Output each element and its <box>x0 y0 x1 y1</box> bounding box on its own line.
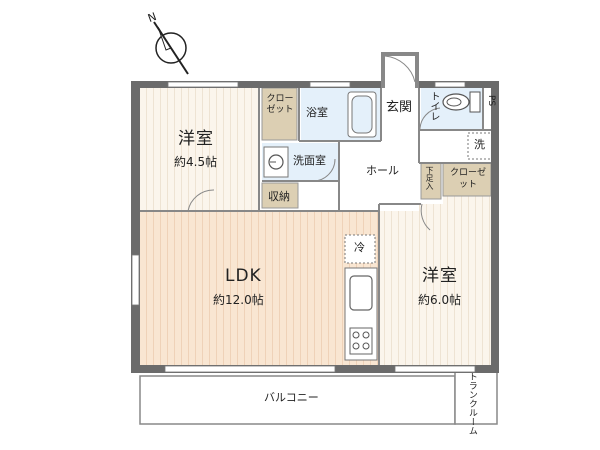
stove <box>349 327 373 355</box>
western-room-2-area: 約6.0帖 <box>418 293 462 307</box>
fridge-space <box>344 234 376 264</box>
ldk-floor <box>140 211 379 365</box>
hall-label: ホール <box>366 164 399 177</box>
closet-1 <box>261 87 298 141</box>
bathroom-label: 浴室 <box>306 106 328 119</box>
wash-basin <box>263 146 289 178</box>
storage <box>261 182 299 209</box>
ps-label: PS <box>486 95 496 107</box>
trunk-room <box>454 367 498 425</box>
washroom-label: 洗面室 <box>293 154 326 167</box>
entrance-label: 玄関 <box>386 100 413 115</box>
western-room-1-name: 洋室 <box>178 129 214 149</box>
washer-space <box>467 132 495 160</box>
closet-1-label: クローゼット <box>266 94 294 116</box>
ldk-name: LDK <box>225 266 262 286</box>
western-room-1-area: 約4.5帖 <box>174 155 218 169</box>
compass-icon <box>153 21 189 75</box>
door-swings <box>187 55 441 231</box>
fridge-label: 冷 <box>354 241 365 254</box>
windows <box>131 81 476 373</box>
balcony-label: バルコニー <box>264 391 319 404</box>
western-room-2-name: 洋室 <box>422 266 458 286</box>
interior-walls <box>140 88 491 365</box>
balcony-area <box>139 367 498 425</box>
ldk-area: 約12.0帖 <box>213 293 264 307</box>
shoe-closet-label: 下足入 <box>425 166 434 190</box>
toilet-label: トイレ <box>428 91 439 121</box>
western-room-1-floor <box>140 88 259 211</box>
washer-label: 洗 <box>474 138 485 151</box>
toilet-bowl <box>442 91 481 113</box>
closet-2-label: クローゼット <box>449 168 486 190</box>
storage-label: 収納 <box>268 190 290 203</box>
hall-floor <box>339 141 419 211</box>
western-room-2-floor <box>379 196 491 365</box>
bathtub <box>347 91 377 138</box>
closet-2 <box>442 162 492 197</box>
trunk-room-label: トランクルーム <box>466 372 477 435</box>
kitchen-counter <box>344 267 378 361</box>
sink <box>349 275 373 311</box>
